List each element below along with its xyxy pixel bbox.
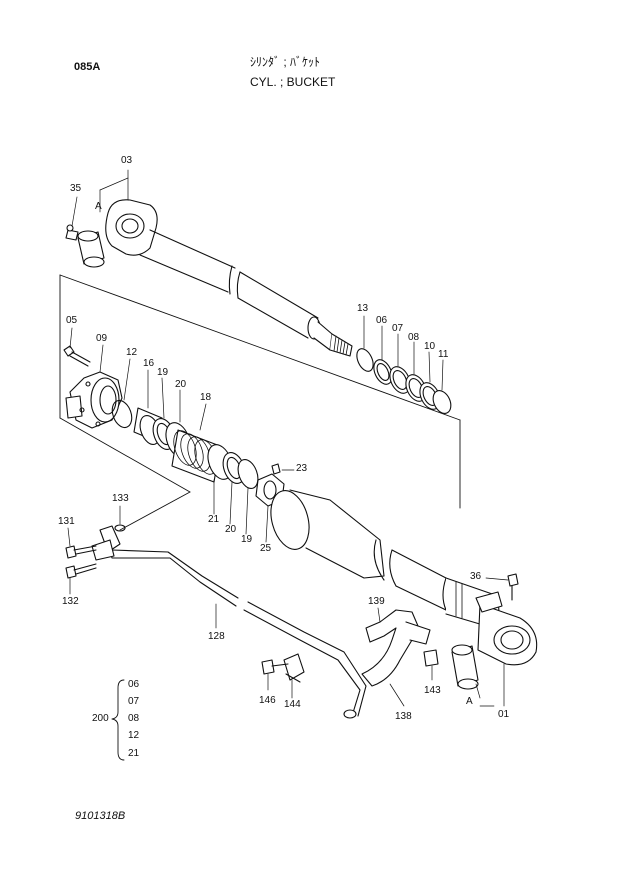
pipe-flange (91, 525, 121, 561)
o-ring-133 (114, 524, 126, 532)
bushing-rod-eye (77, 230, 105, 268)
callout-07: 07 (392, 323, 404, 334)
reference-a-top: A (95, 201, 102, 212)
callout-36: 36 (470, 571, 482, 582)
bolt-131 (65, 545, 97, 559)
callout-11: 11 (438, 349, 449, 360)
kit-part: 21 (128, 748, 140, 759)
clamp-144 (283, 653, 305, 683)
callout-16: 16 (143, 358, 155, 369)
callout-20-upper: 20 (175, 379, 187, 390)
piston-assembly (133, 407, 285, 507)
cylinder-tube (270, 489, 538, 666)
page-code: 085A (74, 61, 101, 73)
bolt-143 (423, 649, 439, 667)
callout-10: 10 (424, 341, 436, 352)
assembly-outline (59, 274, 461, 531)
hydraulic-pipe (107, 543, 367, 719)
callout-133: 133 (112, 493, 129, 504)
o-ring-12 (111, 399, 133, 429)
callout-132: 132 (62, 596, 79, 607)
callout-06: 06 (376, 315, 388, 326)
kit-part: 06 (128, 679, 140, 690)
callout-144: 144 (284, 699, 301, 710)
kit-part: 08 (128, 713, 140, 724)
title-english: CYL. ; BUCKET (250, 75, 336, 89)
callout-128: 128 (208, 631, 225, 642)
leader-lines (67, 169, 509, 707)
bolt-146 (261, 659, 289, 675)
kit-brace (111, 679, 125, 761)
callout-143: 143 (424, 685, 441, 696)
callout-19-upper: 19 (157, 367, 169, 378)
callout-05: 05 (66, 315, 78, 326)
drawing-number: 9101318B (75, 810, 126, 822)
callout-21: 21 (208, 514, 220, 525)
bolt-132 (65, 563, 97, 579)
callout-25: 25 (260, 543, 272, 554)
title-japanese: ｼﾘﾝﾀﾞ ; ﾊﾞｹｯﾄ (250, 55, 321, 69)
callout-35: 35 (70, 183, 82, 194)
callout-138: 138 (395, 711, 412, 722)
rod-end-seals (356, 348, 452, 414)
kit-part: 07 (128, 696, 140, 707)
callout-12: 12 (126, 347, 138, 358)
bushing-bottom (451, 644, 479, 690)
callout-19-lower: 19 (241, 534, 253, 545)
reference-a-bottom: A (466, 696, 473, 707)
piston-rod (105, 199, 353, 357)
callout-23: 23 (296, 463, 308, 474)
callout-03: 03 (121, 155, 133, 166)
callout-01: 01 (498, 709, 510, 720)
grease-fitting-35 (65, 224, 79, 241)
kit-part: 12 (128, 730, 140, 741)
cylinder-head (65, 371, 123, 429)
callout-20-lower: 20 (225, 524, 237, 535)
callout-13: 13 (357, 303, 369, 314)
callout-08: 08 (408, 332, 420, 343)
callout-146: 146 (259, 695, 276, 706)
bolt-05 (63, 345, 91, 367)
grease-fitting-36 (507, 573, 519, 601)
callout-131: 131 (58, 516, 75, 527)
callout-18: 18 (200, 392, 212, 403)
clamp-band (361, 609, 431, 687)
callout-139: 139 (368, 596, 385, 607)
set-screw-23 (271, 463, 281, 475)
callout-09: 09 (96, 333, 108, 344)
kit-number: 200 (92, 713, 109, 724)
